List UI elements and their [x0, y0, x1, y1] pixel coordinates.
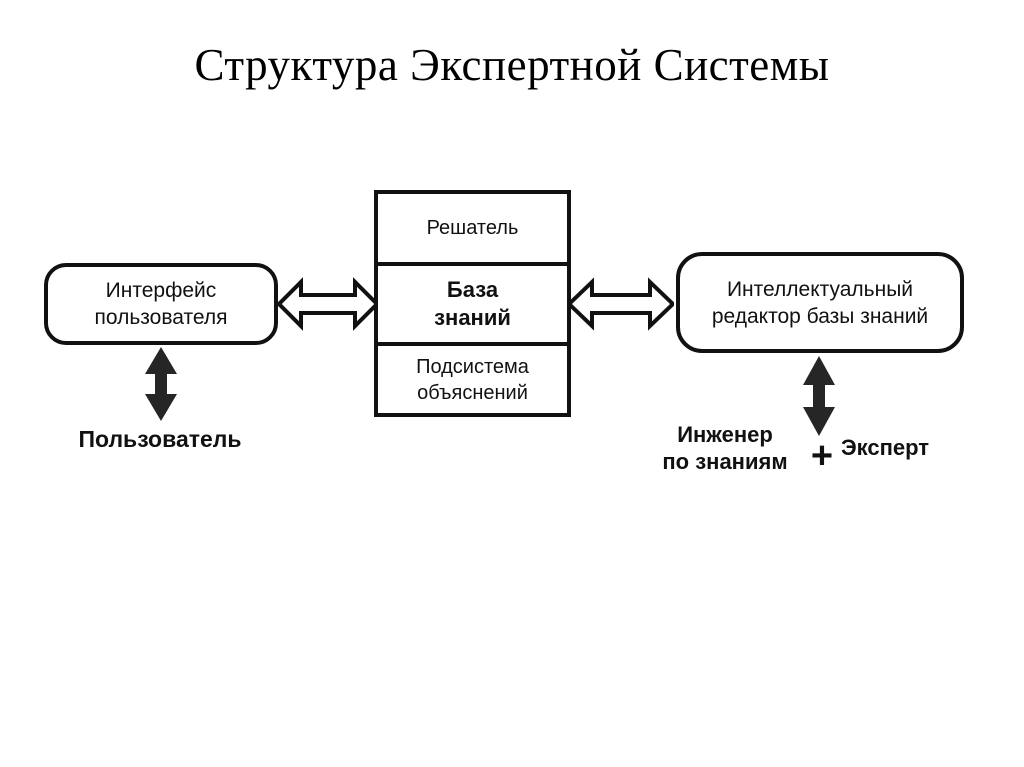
box-expert-system-core: Решатель База знаний Подсистема объяснен…: [374, 190, 571, 417]
core-cell-solver: Решатель: [378, 194, 567, 266]
core-cell-knowledge-base: База знаний: [378, 266, 567, 346]
core-cell-solver-label: Решатель: [426, 217, 519, 239]
page-title: Структура Экспертной Системы: [194, 40, 830, 90]
double-arrow-user-icon: [145, 347, 177, 421]
double-arrow-ui-core-icon: [278, 277, 378, 331]
box-knowledge-editor-label: Интеллектуальный редактор базы знаний: [711, 277, 929, 328]
core-cell-knowledge-base-label: База знаний: [434, 277, 511, 330]
actor-label-knowledge-engineer: Инженер по знаниям: [662, 422, 788, 474]
box-user-interface-label: Интерфейс пользователя: [94, 279, 228, 329]
core-cell-explanation-subsystem-label: Подсистема объяснений: [416, 355, 529, 404]
box-user-interface: Интерфейс пользователя: [44, 263, 278, 345]
double-arrow-core-editor-icon: [568, 277, 674, 331]
plus-operator-symbol: +: [810, 435, 834, 477]
core-cell-explanation-subsystem: Подсистема объяснений: [378, 346, 567, 413]
double-arrow-expert-icon: [803, 356, 835, 436]
actor-label-user: Пользователь: [78, 426, 242, 452]
actor-label-expert: Эксперт: [841, 435, 930, 460]
box-knowledge-editor: Интеллектуальный редактор базы знаний: [676, 252, 964, 353]
